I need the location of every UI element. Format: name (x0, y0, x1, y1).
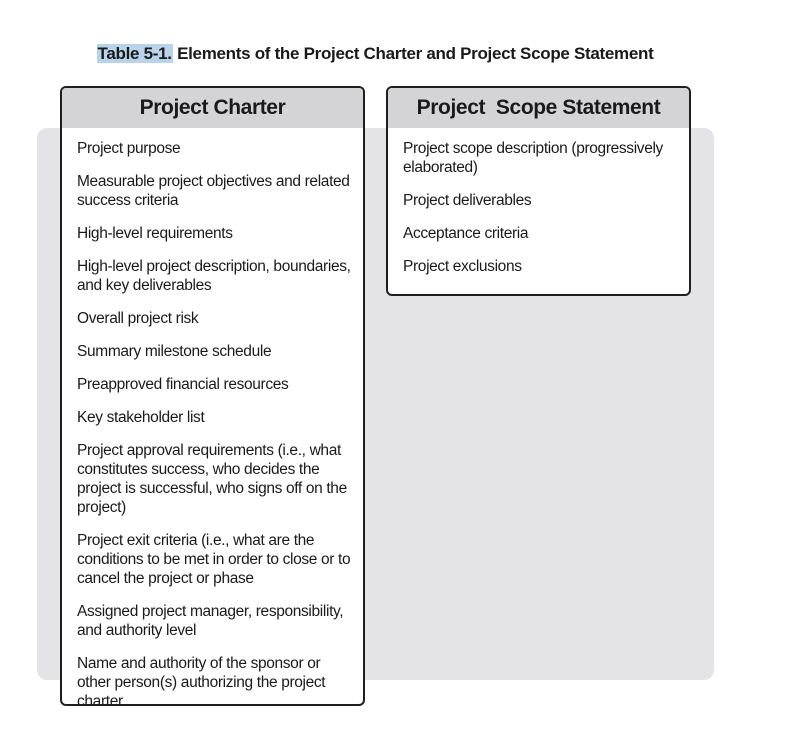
list-item: Assigned project manager, responsibility… (77, 603, 344, 639)
project-scope-statement-header: Project Scope Statement (388, 88, 689, 128)
table-caption: Table 5-1. Elements of the Project Chart… (0, 44, 750, 64)
project-charter-list: Project purpose Measurable project objec… (62, 128, 363, 706)
list-item: Project purpose (77, 140, 181, 157)
list-item: Project approval requirements (i.e., wha… (77, 442, 347, 516)
list-item: Project exclusions (403, 258, 522, 275)
list-item: High-level requirements (77, 225, 233, 242)
caption-label: Table 5-1. (96, 44, 173, 63)
list-item: Project scope description (progressively… (403, 140, 663, 176)
list-item: High-level project description, boundari… (77, 258, 351, 294)
list-item: Name and authority of the sponsor or oth… (77, 655, 326, 706)
list-item: Measurable project objectives and relate… (77, 173, 350, 209)
list-item: Summary milestone schedule (77, 343, 272, 360)
caption-text: Elements of the Project Charter and Proj… (172, 44, 654, 63)
project-charter-header: Project Charter (62, 88, 363, 128)
project-charter-panel: Project Charter Project purpose Measurab… (60, 86, 365, 706)
list-item: Preapproved financial resources (77, 376, 289, 393)
list-item: Acceptance criteria (403, 225, 529, 242)
list-item: Key stakeholder list (77, 409, 205, 426)
project-scope-statement-list: Project scope description (progressively… (388, 128, 689, 290)
list-item: Project exit criteria (i.e., what are th… (77, 532, 351, 587)
list-item: Overall project risk (77, 310, 199, 327)
list-item: Project deliverables (403, 192, 532, 209)
project-scope-statement-panel: Project Scope Statement Project scope de… (386, 86, 691, 296)
